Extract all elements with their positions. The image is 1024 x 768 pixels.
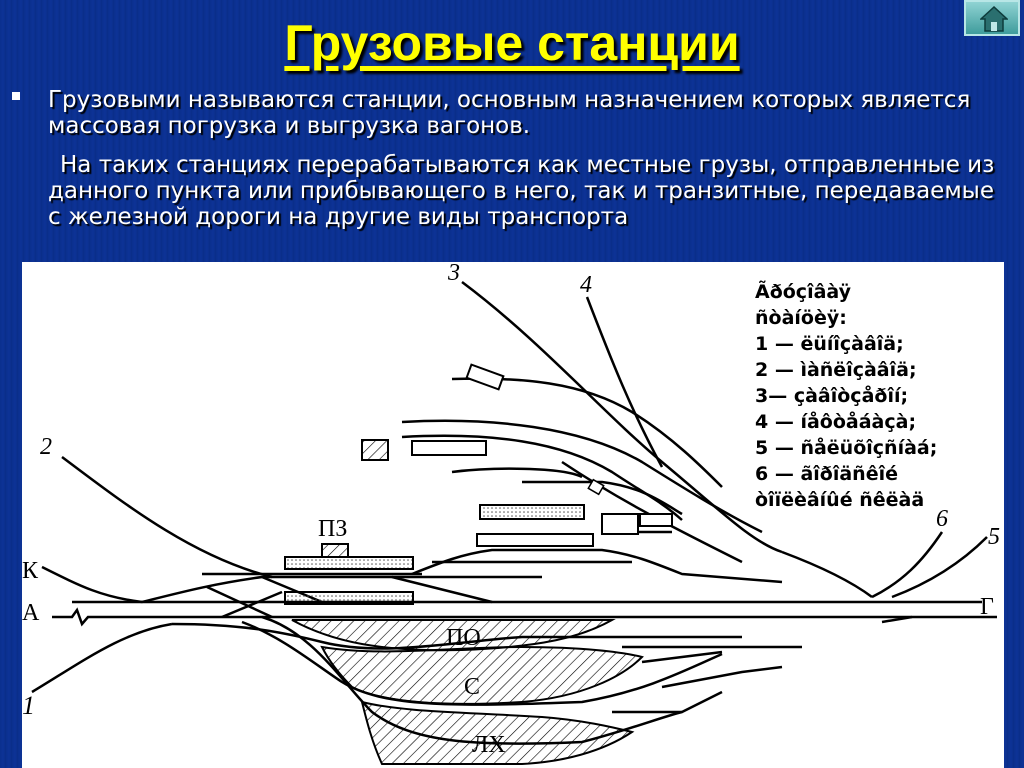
building-pz <box>321 543 349 558</box>
warehouse-3 <box>465 363 505 391</box>
area-s <box>320 645 644 705</box>
label-5: 5 <box>988 524 1000 550</box>
legend-line: 4 — íåôòåáàçà; <box>755 409 916 433</box>
label-g: Г <box>980 594 994 620</box>
siding-upper-2 <box>401 419 763 534</box>
siding-4 <box>585 296 664 468</box>
siding-upper-1 <box>451 377 723 488</box>
label-4: 4 <box>580 272 592 298</box>
label-k: К <box>22 558 39 584</box>
label-a: А <box>22 600 40 626</box>
siding-6 <box>871 531 944 599</box>
area-lh <box>360 700 635 765</box>
label-lh: ЛХ <box>472 732 506 758</box>
label-pz: ПЗ <box>318 516 347 542</box>
small-structure <box>587 478 605 496</box>
intro-paragraph: Грузовыми называются станции, основным н… <box>48 87 971 139</box>
yard-track-1 <box>141 575 542 604</box>
label-po: ПО <box>446 625 481 651</box>
platform-pz-upper <box>284 556 414 570</box>
detail-paragraph: На таких станциях перерабатываются как м… <box>48 152 1008 230</box>
station-diagram: 2 3 4 6 5 1 К А Г ПЗ ПО С ЛХ Ãðóçîâàÿ ñò… <box>22 262 1004 768</box>
siding-2 <box>61 456 273 579</box>
legend-line: 5 — ñåëüõîçñíàá; <box>755 435 937 459</box>
platform-upper-1 <box>479 504 585 520</box>
platform-pz-lower <box>284 591 414 605</box>
legend-line: 3— çàâîòçåðîí; <box>755 383 908 407</box>
detail-paragraph-text: На таких станциях перерабатываются как м… <box>48 152 995 230</box>
warehouse-right <box>601 513 639 535</box>
track-layout-drawing: 2 3 4 6 5 1 К А Г ПЗ ПО С ЛХ Ãðóçîâàÿ ñò… <box>22 262 1000 765</box>
legend-line: 6 — ãîðîäñêîé <box>755 463 898 485</box>
siding-5 <box>891 536 988 599</box>
yard-track-2 <box>411 548 783 584</box>
label-2: 2 <box>40 434 52 460</box>
label-6: 6 <box>936 506 948 532</box>
platform-upper-2 <box>476 533 594 547</box>
warehouse-right-2 <box>639 513 673 527</box>
legend-line: 1 — ëüíîçàâîä; <box>755 333 904 355</box>
label-1: 1 <box>22 691 35 720</box>
siding-3 <box>461 281 783 554</box>
track-lines <box>31 281 997 745</box>
warehouse-upper <box>411 440 487 456</box>
label-3: 3 <box>447 262 460 286</box>
siding-1 <box>31 622 173 694</box>
home-button[interactable] <box>964 0 1020 36</box>
main-track-lower <box>52 607 997 627</box>
home-icon <box>980 6 1008 32</box>
legend-line: ñòàíöèÿ: <box>755 307 847 329</box>
building-upper <box>361 439 389 461</box>
legend-line: Ãðóçîâàÿ <box>755 279 852 303</box>
bullet-marker <box>12 92 20 100</box>
legend-line: òîïëèâíûé ñêëàä <box>755 489 924 511</box>
legend: Ãðóçîâàÿ ñòàíöèÿ: 1 — ëüíîçàâîä; 2 — ìàñ… <box>755 279 937 511</box>
label-s: С <box>464 674 480 700</box>
legend-line: 2 — ìàñëîçàâîä; <box>755 359 917 381</box>
track-k-approach <box>41 565 143 604</box>
slide-title: Грузовые станции <box>284 15 740 71</box>
